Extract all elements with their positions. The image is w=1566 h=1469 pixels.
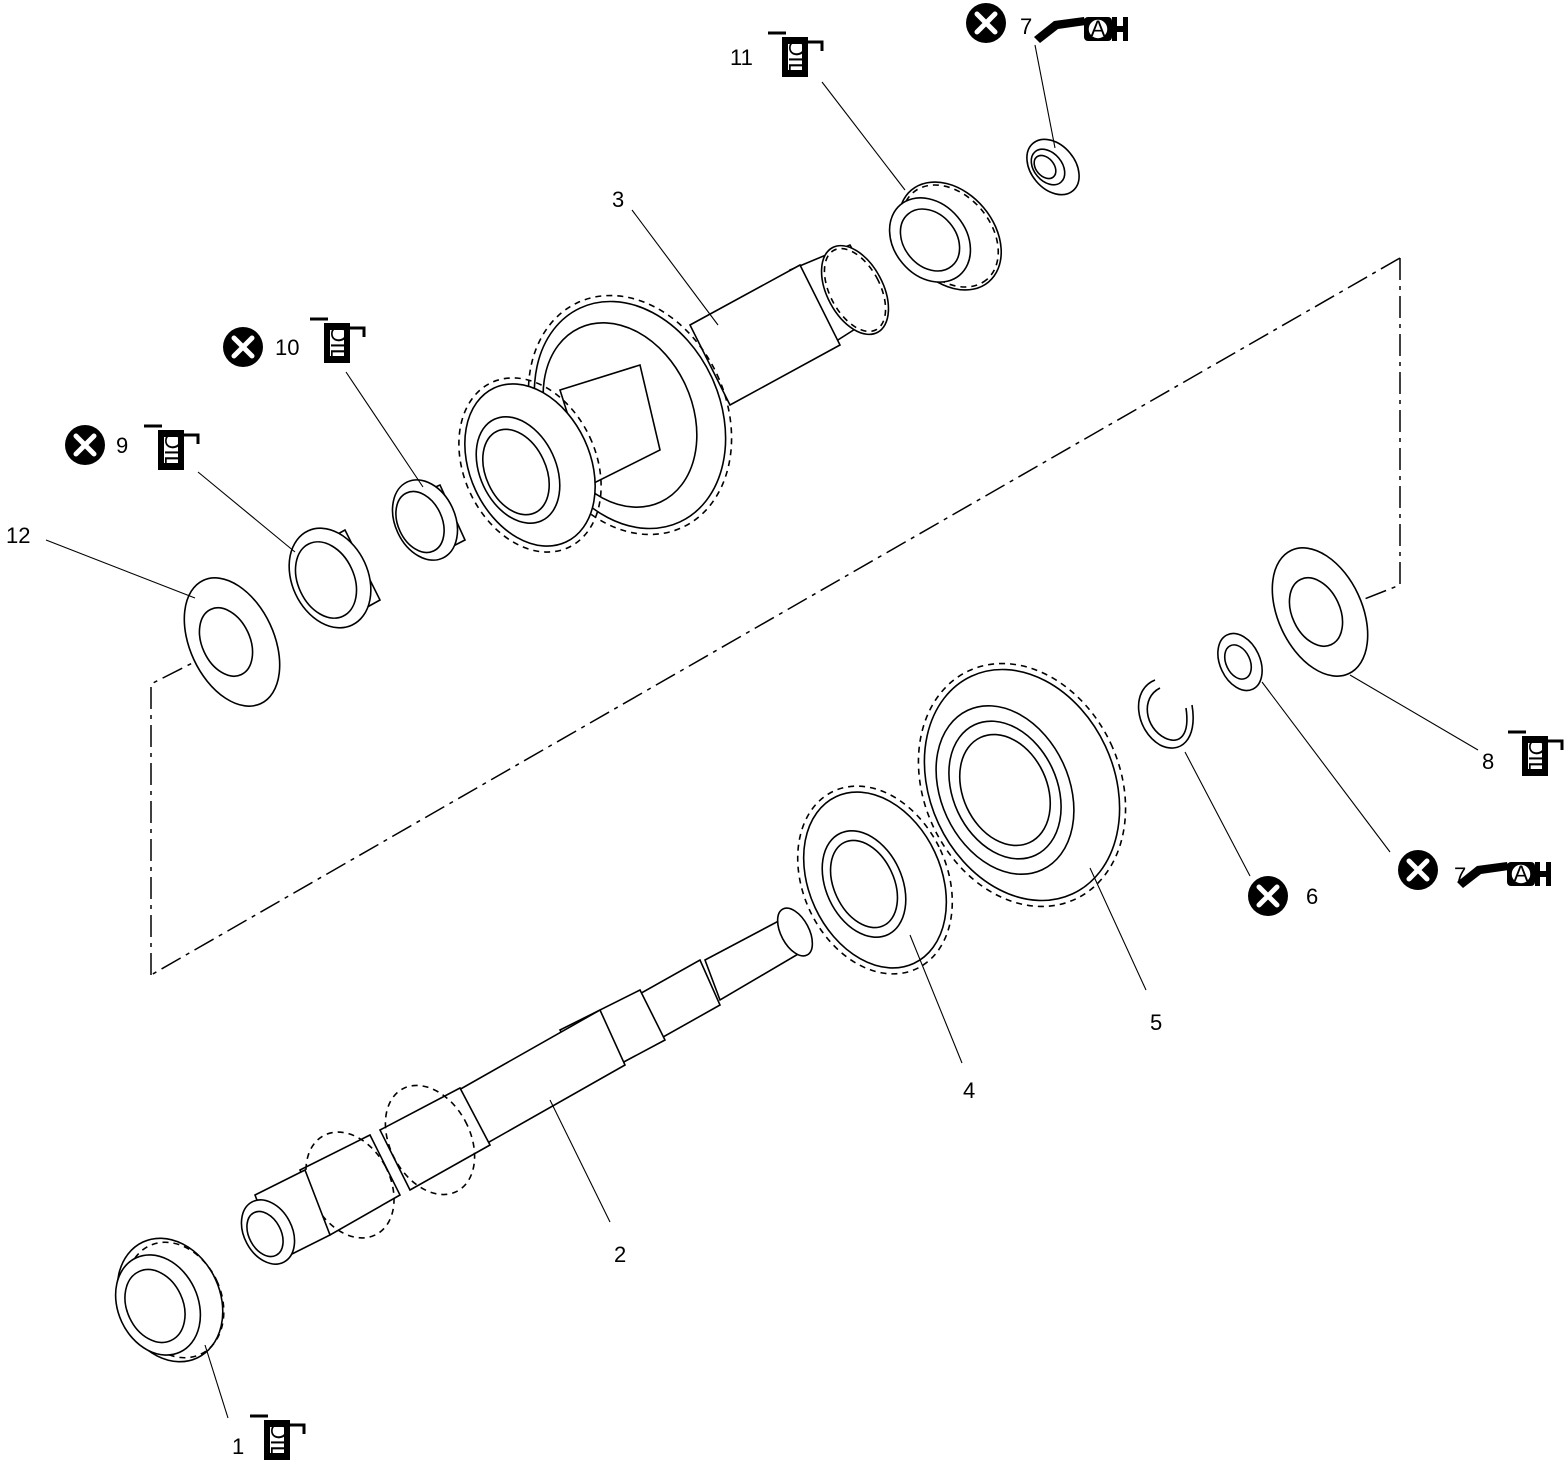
part-3-counter-shaft (458, 243, 890, 553)
callout-2-number: 2 (614, 1242, 626, 1267)
grease-gun-a-icon (1033, 16, 1129, 44)
callout-7-top: 7 A (966, 3, 1129, 44)
grease-gun-label: A (1091, 16, 1106, 41)
callout-11-number: 11 (730, 45, 753, 70)
callout-12: 12 (6, 523, 30, 548)
callout-10: 10 OIL (223, 317, 366, 367)
callout-9: 9 OIL (65, 425, 200, 472)
do-not-reuse-icon (1248, 876, 1288, 916)
part-4-gear (796, 785, 954, 975)
callout-1-number: 1 (232, 1434, 244, 1459)
part-5-gear (917, 662, 1127, 908)
do-not-reuse-icon (65, 425, 105, 465)
part-1-bearing (114, 1237, 225, 1363)
part-8-thrust-washer (1271, 547, 1369, 677)
callout-6: 6 (1248, 876, 1318, 916)
part-2-main-shaft (240, 907, 814, 1265)
callout-4: 4 (963, 1078, 975, 1103)
do-not-reuse-icon (1398, 850, 1438, 890)
callout-10-number: 10 (275, 335, 299, 360)
callout-8: 8 OIL (1482, 730, 1564, 778)
callout-11: 11 OIL (730, 31, 824, 79)
callout-5-number: 5 (1150, 1010, 1162, 1035)
callout-9-number: 9 (116, 433, 128, 458)
callout-7-top-number: 7 (1020, 14, 1032, 39)
part-11-bearing (888, 181, 1003, 291)
part-12-thrust-washer (183, 577, 281, 707)
callout-4-number: 4 (963, 1078, 975, 1103)
callout-6-number: 6 (1306, 884, 1318, 909)
part-7-seal-top (1026, 138, 1080, 196)
callout-8-number: 8 (1482, 749, 1494, 774)
part-7-seal-bottom (1217, 632, 1263, 692)
callout-7-bottom: 7 A (1398, 850, 1552, 890)
callout-3: 3 (612, 187, 624, 212)
oil-can-label: OIL (784, 39, 809, 74)
part-9-needle-bearing (288, 527, 382, 629)
part-10-needle-bearing (391, 479, 467, 561)
do-not-reuse-icon (966, 3, 1006, 43)
grease-gun-label: A (1514, 861, 1529, 886)
oil-can-label: OIL (266, 1422, 291, 1457)
part-6-snap-ring (1137, 679, 1194, 749)
oil-can-label: OIL (326, 325, 351, 360)
callout-1: 1 OIL (232, 1414, 306, 1462)
oil-can-label: OIL (1524, 738, 1549, 773)
callout-2: 2 (614, 1242, 626, 1267)
callout-5: 5 (1150, 1010, 1162, 1035)
callout-12-number: 12 (6, 523, 30, 548)
oil-can-label: OIL (160, 432, 185, 467)
grease-gun-a-icon (1456, 861, 1552, 889)
do-not-reuse-icon (223, 327, 263, 367)
leader-lines (45, 44, 1479, 1419)
callout-3-number: 3 (612, 187, 624, 212)
